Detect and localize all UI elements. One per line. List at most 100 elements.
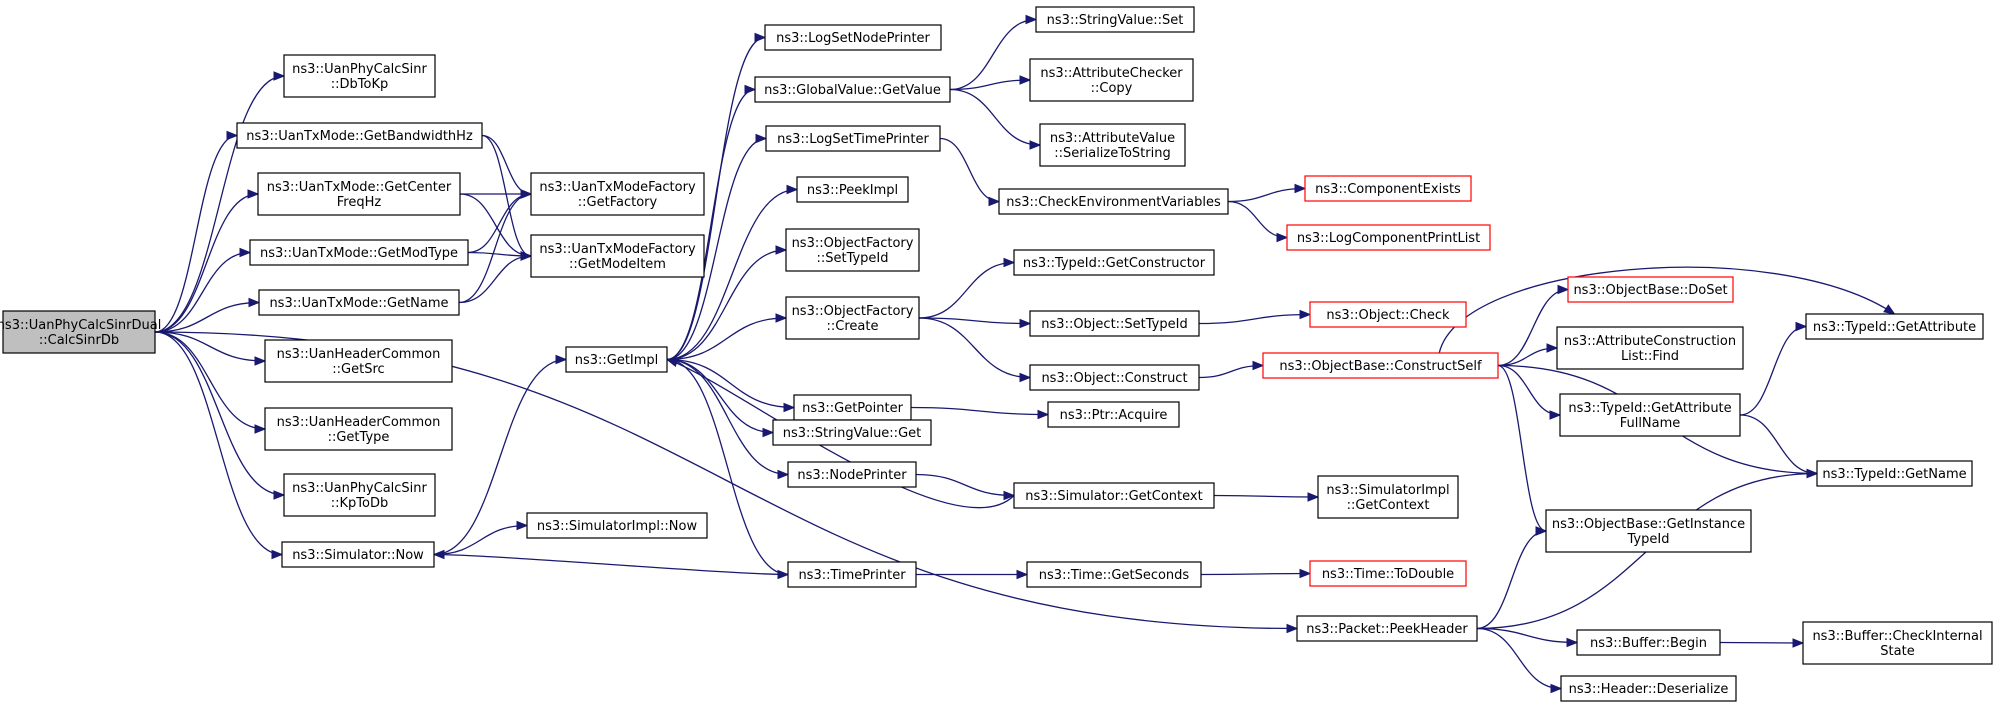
node-box	[1545, 509, 1752, 553]
node-logsetnode[interactable]: ns3::LogSetNodePrinter	[764, 24, 942, 51]
node-getimpl[interactable]: ns3::GetImpl	[565, 346, 668, 373]
node-attrvalser[interactable]: ns3::AttributeValue::SerializeToString	[1039, 123, 1186, 167]
edge-timegetsec-to-timetodouble	[1200, 568, 1312, 579]
node-box	[764, 24, 942, 51]
arrow-head	[1252, 360, 1265, 371]
node-logsettime[interactable]: ns3::LogSetTimePrinter	[765, 125, 941, 152]
node-nodeprinter[interactable]: ns3::NodePrinter	[787, 461, 917, 488]
node-dbtokp[interactable]: ns3::UanPhyCalcSinr::DbToKp	[283, 54, 436, 98]
arrow-head	[744, 84, 757, 95]
node-box	[1286, 224, 1491, 251]
arrow-head	[1003, 490, 1016, 501]
node-label: ns3::LogSetTimePrinter	[777, 132, 929, 147]
node-label: ns3::UanTxModeFactory	[539, 242, 696, 257]
node-label: ::Create	[827, 319, 879, 334]
edge-getattrfull-to-typeidgetname	[1739, 414, 1819, 479]
edge-objconstruct-to-constructself	[1198, 360, 1265, 379]
node-box	[785, 228, 920, 272]
node-compexists[interactable]: ns3::ComponentExists	[1304, 175, 1472, 202]
node-logcompprint[interactable]: ns3::LogComponentPrintList	[1286, 224, 1491, 251]
node-peekimpl[interactable]: ns3::PeekImpl	[796, 176, 909, 203]
node-box	[236, 122, 483, 149]
node-label: ns3::ObjectFactory	[792, 236, 914, 251]
arrow-head	[520, 251, 533, 261]
node-label: ns3::UanPhyCalcSinrDual	[0, 318, 161, 333]
node-constructself[interactable]: ns3::ObjectBase::ConstructSelf	[1262, 352, 1499, 379]
node-label: ns3::StringValue::Get	[783, 426, 921, 441]
edge-logsettime-to-checkenv	[939, 137, 1001, 207]
edge-getimpl-to-strget	[666, 358, 775, 438]
node-packetpeek[interactable]: ns3::Packet::PeekHeader	[1296, 615, 1478, 642]
node-label: ns3::GetPointer	[802, 401, 903, 416]
node-box	[1047, 401, 1180, 428]
node-timegetsec[interactable]: ns3::Time::GetSeconds	[1026, 561, 1202, 588]
node-label: ns3::UanPhyCalcSinr	[292, 62, 427, 77]
node-getmodtype[interactable]: ns3::UanTxMode::GetModType	[249, 239, 469, 266]
node-objcheck[interactable]: ns3::Object::Check	[1309, 301, 1467, 328]
edge-line	[481, 134, 532, 195]
node-hdrdeser[interactable]: ns3::Header::Deserialize	[1560, 675, 1737, 702]
edge-calcsinrdb-to-getcenter	[154, 189, 260, 333]
node-timetodouble[interactable]: ns3::Time::ToDouble	[1309, 560, 1467, 587]
node-label: ns3::Packet::PeekHeader	[1306, 622, 1468, 637]
node-label: ns3::UanTxMode::GetCenter	[267, 180, 452, 195]
node-objbasedoset[interactable]: ns3::ObjectBase::DoSet	[1567, 276, 1734, 303]
node-objconstruct[interactable]: ns3::Object::Construct	[1029, 364, 1200, 391]
edge-line	[666, 188, 798, 361]
edge-simgetctx-to-getimpl	[665, 357, 1015, 509]
edge-simnow-to-getimpl	[433, 354, 568, 556]
node-strset[interactable]: ns3::StringValue::Set	[1035, 6, 1195, 33]
node-getname_tx[interactable]: ns3::UanTxMode::GetName	[258, 289, 460, 316]
edge-simgetctx-to-simimplctx	[1213, 492, 1320, 502]
edge-getmodtype-to-getfactory	[467, 189, 533, 254]
node-strget[interactable]: ns3::StringValue::Get	[772, 419, 932, 446]
node-ofsettypeid[interactable]: ns3::ObjectFactory::SetTypeId	[785, 228, 920, 272]
node-checkenv[interactable]: ns3::CheckEnvironmentVariables	[998, 188, 1229, 215]
node-label: ::GetFactory	[578, 195, 658, 210]
node-attrcheckcopy[interactable]: ns3::AttributeChecker::Copy	[1029, 58, 1194, 102]
edge-simnow-to-simimplnow	[433, 520, 529, 556]
edge-line	[939, 137, 1000, 203]
node-ptracquire[interactable]: ns3::Ptr::Acquire	[1047, 401, 1180, 428]
node-box	[281, 541, 435, 568]
node-getconstructor[interactable]: ns3::TypeId::GetConstructor	[1013, 249, 1215, 276]
node-label: ns3::TypeId::GetName	[1822, 467, 1966, 482]
edge-objsettypeid-to-objcheck	[1198, 309, 1312, 325]
node-gettype_hdr[interactable]: ns3::UanHeaderCommon::GetType	[264, 407, 453, 451]
node-getfactory[interactable]: ns3::UanTxModeFactory::GetFactory	[530, 172, 705, 216]
node-typeidgetname[interactable]: ns3::TypeId::GetName	[1816, 460, 1973, 487]
node-simimplctx[interactable]: ns3::SimulatorImpl::GetContext	[1317, 475, 1459, 519]
arrow-head	[1535, 526, 1548, 536]
arrow-head	[520, 189, 533, 199]
node-kptodb[interactable]: ns3::UanPhyCalcSinr::KpToDb	[283, 473, 436, 517]
edge-line	[1497, 364, 1547, 532]
edge-line	[1476, 627, 1578, 644]
node-simgetctx[interactable]: ns3::Simulator::GetContext	[1013, 482, 1215, 509]
node-timeprinter[interactable]: ns3::TimePrinter	[787, 561, 917, 588]
node-getpointer[interactable]: ns3::GetPointer	[793, 394, 912, 421]
node-globalvalue[interactable]: ns3::GlobalValue::GetValue	[754, 76, 951, 103]
node-label: ns3::GlobalValue::GetValue	[764, 83, 941, 98]
node-label: ns3::LogComponentPrintList	[1297, 231, 1480, 246]
node-box	[1805, 313, 1984, 340]
node-objsettypeid[interactable]: ns3::Object::SetTypeId	[1029, 310, 1200, 337]
node-getbw[interactable]: ns3::UanTxMode::GetBandwidthHz	[236, 122, 483, 149]
node-simnow[interactable]: ns3::Simulator::Now	[281, 541, 435, 568]
node-calcsinrdb[interactable]: ns3::UanPhyCalcSinrDual::CalcSinrDb	[0, 310, 161, 354]
node-ofcreate[interactable]: ns3::ObjectFactory::Create	[785, 296, 920, 340]
node-getmodeitem[interactable]: ns3::UanTxModeFactory::GetModeItem	[530, 234, 705, 278]
node-getsrc[interactable]: ns3::UanHeaderCommon::GetSrc	[264, 339, 453, 383]
node-getattribute[interactable]: ns3::TypeId::GetAttribute	[1805, 313, 1984, 340]
node-simimplnow[interactable]: ns3::SimulatorImpl::Now	[526, 512, 708, 539]
edge-calcsinrdb-to-getsrc	[154, 331, 267, 366]
node-bufbegin[interactable]: ns3::Buffer::Begin	[1576, 629, 1721, 656]
arrow-head	[1546, 343, 1559, 353]
edge-line	[433, 524, 528, 556]
arrow-head	[665, 357, 679, 368]
